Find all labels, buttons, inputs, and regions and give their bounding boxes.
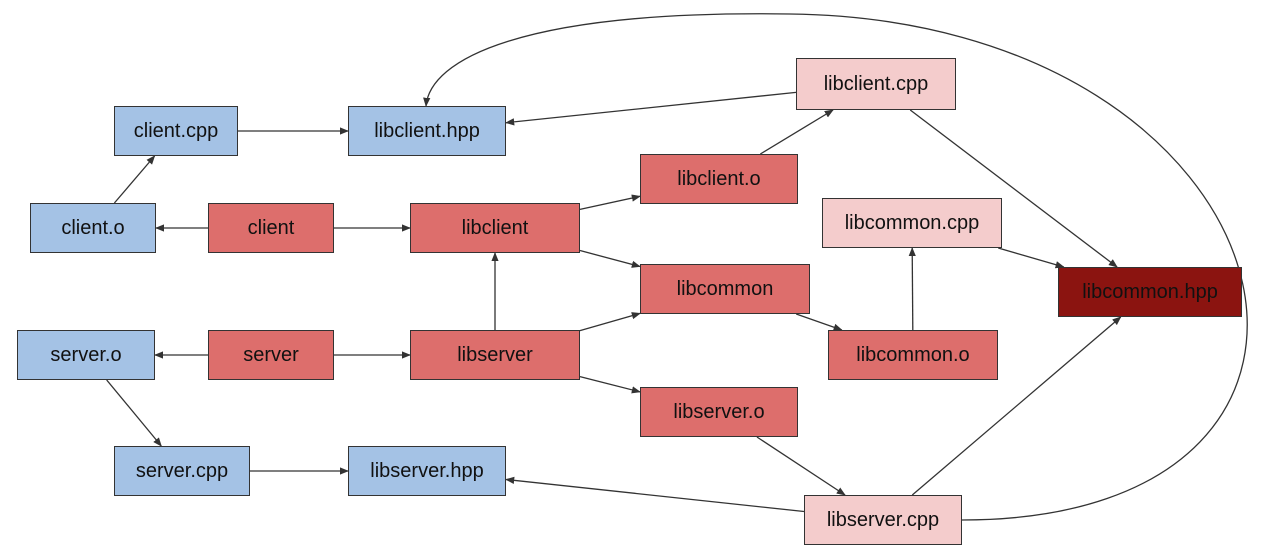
edge-libserver-cpp-to-libserver-hpp (505, 476, 805, 513)
node-label: client.o (61, 216, 125, 239)
edge-client-o-to-client-cpp (113, 155, 156, 204)
node-libcommon[interactable]: libcommon (640, 264, 810, 314)
node-label: libserver.o (673, 400, 765, 423)
node-libclient[interactable]: libclient (410, 203, 580, 253)
node-libcommon-cpp[interactable]: libcommon.cpp (822, 198, 1002, 248)
node-libserver-cpp[interactable]: libserver.cpp (804, 495, 962, 545)
edge-libserver-cpp-to-libcommon-hpp (911, 316, 1122, 496)
edge-libclient-to-libclient-o (579, 194, 641, 211)
node-label: libclient.o (677, 167, 761, 190)
edge-libcommon-cpp-to-libcommon-hpp (998, 247, 1065, 269)
edge-libclient-cpp-to-libclient-hpp (423, 13, 1248, 521)
edge-libclient-cpp-to-libclient-hpp (505, 91, 797, 126)
node-libclient-o[interactable]: libclient.o (640, 154, 798, 204)
node-label: libclient.cpp (823, 72, 929, 95)
node-client-o[interactable]: client.o (30, 203, 156, 253)
edge-libclient-to-libcommon (579, 249, 641, 268)
node-label: server.cpp (135, 459, 229, 482)
edge-server-o-to-server-cpp (106, 379, 162, 447)
node-label: client.cpp (133, 119, 219, 142)
edge-libclient-o-to-libclient-cpp (759, 109, 834, 155)
node-libclient-hpp[interactable]: libclient.hpp (348, 106, 506, 156)
edge-libcommon-o-to-libcommon-cpp (908, 247, 916, 331)
node-label: libcommon.o (856, 343, 970, 366)
edge-libclient-cpp-to-libcommon-hpp (909, 109, 1118, 268)
node-label: libcommon (676, 277, 774, 300)
node-libserver-o[interactable]: libserver.o (640, 387, 798, 437)
node-label: server (243, 343, 299, 366)
node-server-o[interactable]: server.o (17, 330, 155, 380)
edge-libserver-to-libserver-o (579, 375, 641, 394)
node-client-cpp[interactable]: client.cpp (114, 106, 238, 156)
node-label: libcommon.cpp (844, 211, 980, 234)
node-libcommon-hpp[interactable]: libcommon.hpp (1058, 267, 1242, 317)
edge-libserver-to-libcommon (579, 312, 641, 332)
node-label: libclient.hpp (374, 119, 480, 142)
node-libserver[interactable]: libserver (410, 330, 580, 380)
edge-libcommon-to-libcommon-o (795, 313, 843, 331)
node-server-cpp[interactable]: server.cpp (114, 446, 250, 496)
node-label: libclient (461, 216, 529, 239)
node-label: libcommon.hpp (1082, 280, 1218, 303)
node-server[interactable]: server (208, 330, 334, 380)
node-label: libserver.hpp (370, 459, 484, 482)
node-libserver-hpp[interactable]: libserver.hpp (348, 446, 506, 496)
node-libcommon-o[interactable]: libcommon.o (828, 330, 998, 380)
edge-libserver-o-to-libserver-cpp (756, 436, 846, 496)
node-label: client (247, 216, 295, 239)
node-label: libserver.cpp (826, 508, 940, 531)
node-client[interactable]: client (208, 203, 334, 253)
node-libclient-cpp[interactable]: libclient.cpp (796, 58, 956, 110)
node-label: server.o (50, 343, 122, 366)
node-label: libserver (457, 343, 533, 366)
